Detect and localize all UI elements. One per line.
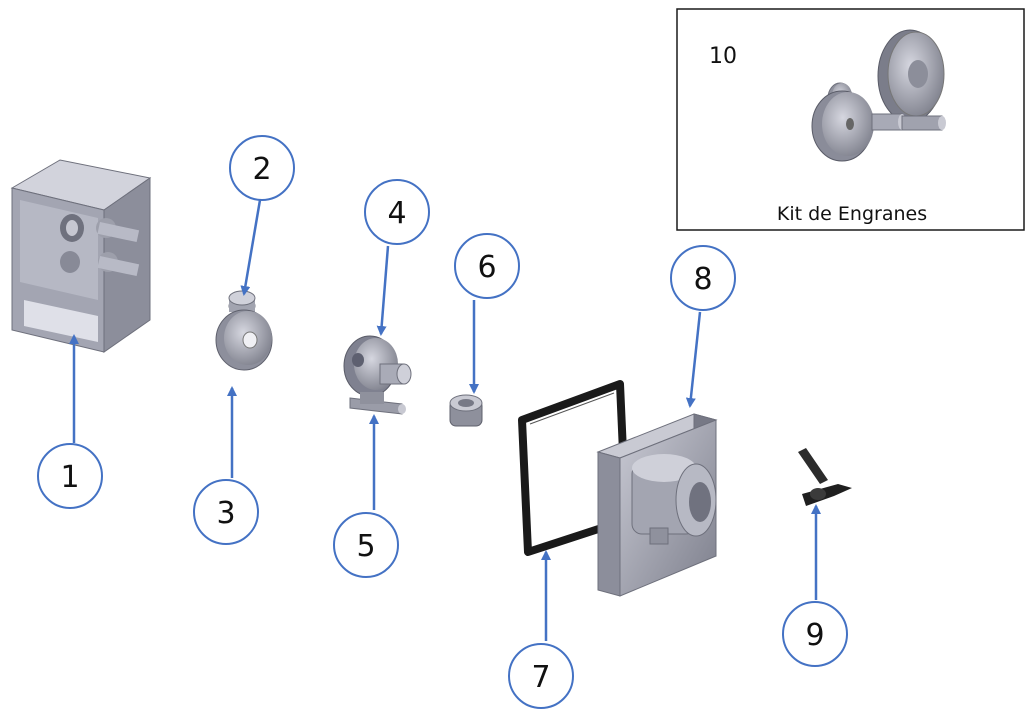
part-1-enclosure-box (10, 159, 152, 353)
part-2-3-small-gear (215, 290, 273, 371)
callout-4: 4 (364, 179, 430, 245)
arrow-8 (685, 311, 702, 408)
callout-1: 1 (37, 443, 103, 509)
kit-label: Kit de Engranes (777, 203, 927, 225)
callout-8-label: 8 (693, 262, 712, 297)
callout-9: 9 (782, 601, 848, 667)
part-8-faceplate (596, 413, 718, 597)
arrow-2 (240, 199, 262, 296)
leader-arrows (69, 199, 821, 641)
kit-number: 10 (709, 44, 737, 69)
callout-2: 2 (229, 135, 295, 201)
callout-5-label: 5 (356, 529, 375, 564)
callout-3-label: 3 (216, 496, 235, 531)
callout-6: 6 (454, 233, 520, 299)
callout-1-label: 1 (60, 460, 79, 495)
callout-5: 5 (333, 512, 399, 578)
callout-6-label: 6 (477, 250, 496, 285)
callout-9-label: 9 (805, 618, 824, 653)
callout-7: 7 (508, 643, 574, 709)
part-4-5-worm-gear-shaft (343, 335, 412, 415)
arrow-4 (376, 245, 390, 336)
kit-large-gear (877, 29, 945, 123)
part-9-wing-knob (798, 448, 852, 506)
callout-8: 8 (670, 245, 736, 311)
kit-disc-shaft (811, 90, 946, 162)
callout-4-label: 4 (387, 196, 406, 231)
callout-7-label: 7 (531, 660, 550, 695)
callout-2-label: 2 (252, 152, 271, 187)
part-6-bushing (449, 394, 483, 427)
kit-box: 10 Kit de Engranes (676, 8, 1025, 231)
callout-3: 3 (193, 479, 259, 545)
